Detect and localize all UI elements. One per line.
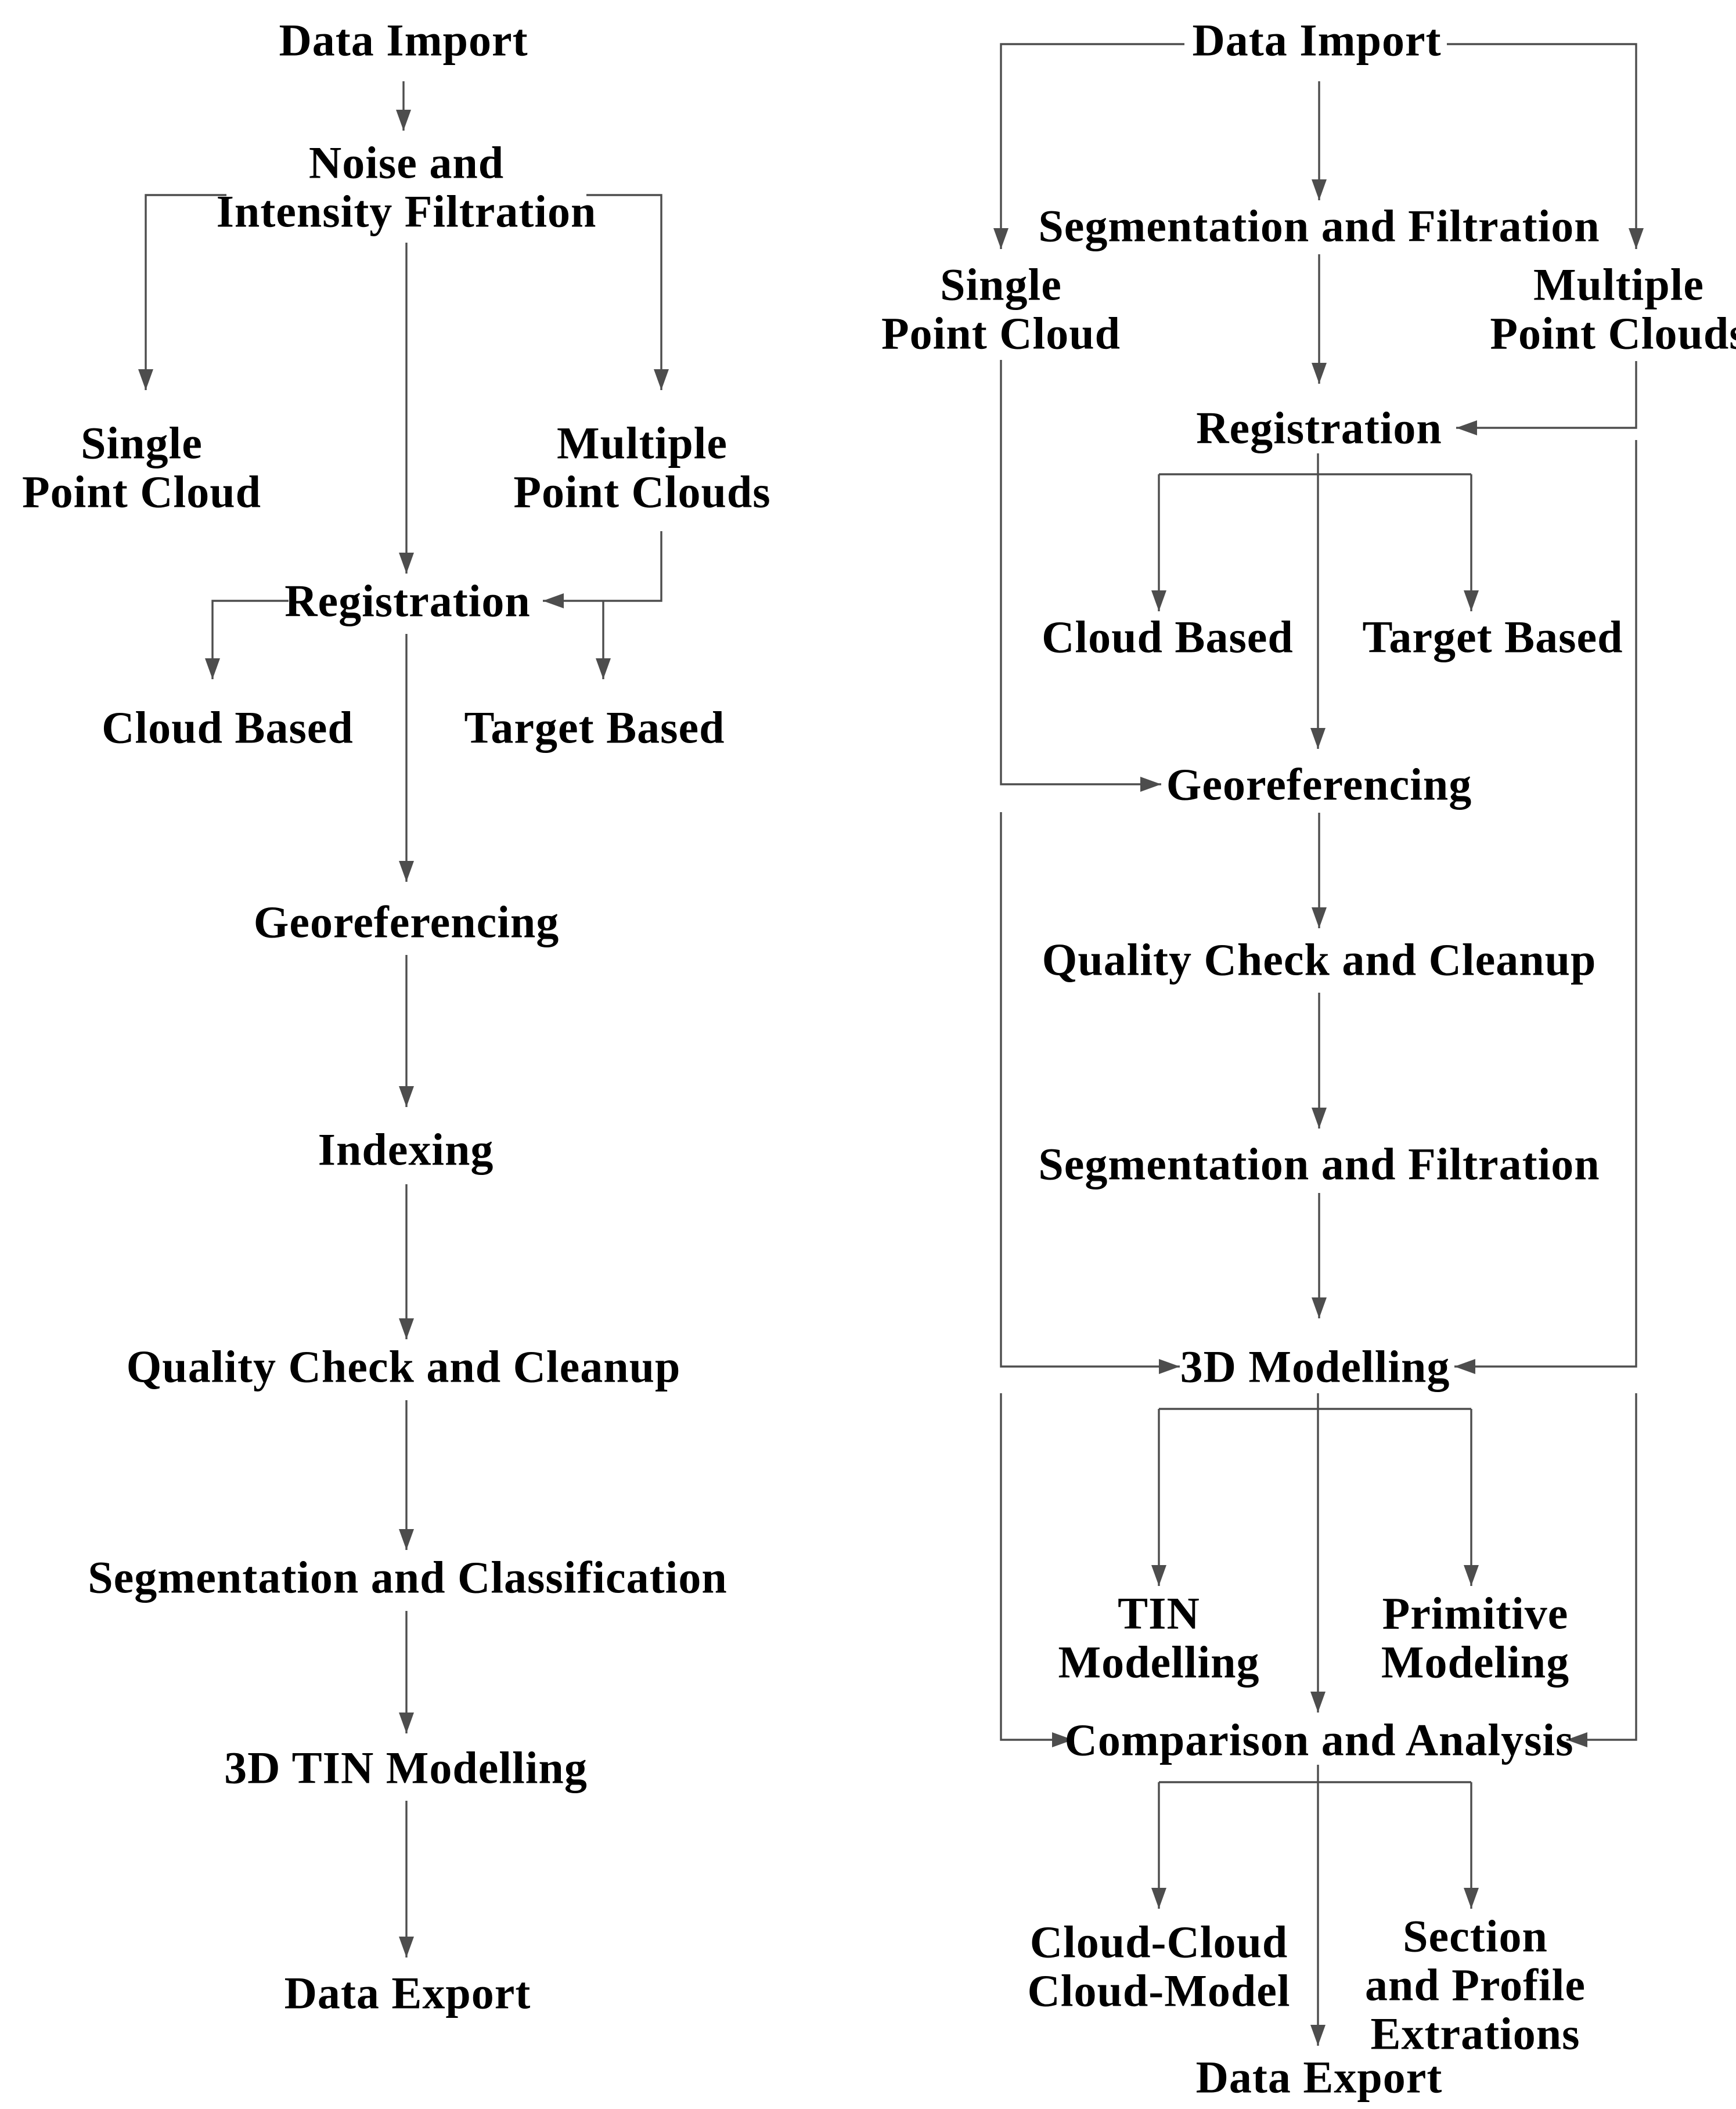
arrowhead-icon [1454,1359,1475,1374]
arrowhead-icon [1566,1732,1587,1747]
arrowhead-icon [1312,179,1327,200]
node-georeferencing: Georeferencing [254,897,560,947]
arrowhead-icon [399,1713,414,1733]
node-cloud-cloud-cloud-model-line2: Cloud-Model [1027,1966,1290,2016]
node-data-export: Data Export [1196,2052,1443,2103]
arrowhead-icon [1151,1888,1166,1909]
arrowhead-icon [596,658,611,679]
node-tin-modelling-line1: TIN [1118,1588,1200,1639]
node-segmentation-filtration-2: Segmentation and Filtration [1038,1139,1600,1189]
arrowhead-icon [543,593,564,608]
node-primitive-modeling-line1: Primitive [1382,1588,1569,1639]
node-target-based: Target Based [464,702,725,753]
edge-registration--cloud-based [211,600,289,679]
node-tin-modelling-line2: Modelling [1058,1637,1259,1688]
edge-noise-intensity-filtration--multiple-point-clouds [586,194,662,390]
arrowhead-icon [1464,1888,1479,1909]
node-data-import: Data Import [279,15,528,66]
arrowhead-icon [1052,1732,1073,1747]
node-cloud-based: Cloud Based [102,702,354,753]
arrowhead-icon [1310,2025,1326,2046]
edge-multiple-point-clouds--registration [1456,361,1637,429]
arrowhead-icon [399,1318,414,1339]
arrowhead-icon [1312,363,1327,384]
node-quality-check-cleanup: Quality Check and Cleanup [1042,935,1597,985]
arrowhead-icon [1464,1565,1479,1586]
arrowhead-icon [654,369,669,390]
node-multiple-point-clouds-line1: Multiple [557,418,727,468]
node-3d-modelling: 3D Modelling [1180,1342,1450,1392]
node-section-profile-extrations-line3: Extrations [1371,2009,1580,2059]
arrowhead-icon [1464,590,1479,611]
arrowhead-icon [396,110,411,131]
arrowhead-icon [1310,728,1326,749]
node-single-point-cloud-line1: Single [940,259,1062,310]
arrowhead-icon [993,228,1009,249]
node-georeferencing: Georeferencing [1166,759,1472,810]
node-quality-check-cleanup: Quality Check and Cleanup [127,1342,681,1392]
edge-single-point-cloud--3d-modelling [1000,812,1180,1368]
arrowhead-icon [1456,420,1477,435]
arrowhead-icon [1151,1565,1166,1586]
node-3d-tin-modelling: 3D TIN Modelling [224,1743,588,1793]
edge-data-import--multiple-point-clouds [1447,43,1637,249]
node-single-point-cloud-line2: Point Cloud [22,467,261,517]
node-section-profile-extrations-line1: Section [1403,1911,1548,1962]
node-primitive-modeling-line2: Modeling [1381,1637,1569,1688]
edge-multiple-point-clouds--3d-modelling [1454,440,1637,1368]
node-segmentation-classification: Segmentation and Classification [88,1552,727,1603]
arrowhead-icon [399,553,414,574]
node-target-based: Target Based [1363,612,1623,662]
arrowhead-icon [1159,1359,1180,1374]
arrowhead-icon [1312,1297,1327,1318]
edge-single-point-cloud--comparison-analysis [1000,1393,1073,1741]
node-comparison-analysis: Comparison and Analysis [1065,1715,1574,1765]
node-registration: Registration [284,576,531,626]
node-single-point-cloud-line2: Point Cloud [881,308,1121,359]
arrowhead-icon [399,861,414,882]
edge-multiple-point-clouds--comparison-analysis [1566,1393,1637,1741]
node-multiple-point-clouds-line1: Multiple [1533,259,1704,310]
edge-single-point-cloud--georeferencing [1000,360,1161,785]
arrowhead-icon [399,1529,414,1550]
edge-data-import--single-point-cloud [1000,43,1184,249]
node-indexing: Indexing [318,1124,494,1175]
arrowhead-icon [1629,228,1644,249]
arrowhead-icon [1140,777,1161,792]
node-cloud-based: Cloud Based [1042,612,1294,662]
arrowhead-icon [1312,1108,1327,1129]
arrowhead-icon [1310,1692,1326,1713]
arrowhead-icon [1151,590,1166,611]
node-single-point-cloud-line1: Single [81,418,203,468]
node-multiple-point-clouds-line2: Point Clouds [513,467,770,517]
node-registration: Registration [1196,403,1442,453]
node-multiple-point-clouds-line2: Point Clouds [1490,308,1736,359]
node-section-profile-extrations-line2: and Profile [1365,1960,1586,2010]
node-noise-intensity-filtration-line2: Intensity Filtration [217,186,597,237]
node-data-export: Data Export [284,1968,531,2018]
arrowhead-icon [399,1086,414,1107]
edge-multiple-point-clouds--registration [543,531,662,602]
node-noise-intensity-filtration-line1: Noise and [309,138,504,188]
arrowhead-icon [1312,907,1327,928]
arrowhead-icon [205,658,220,679]
node-segmentation-filtration: Segmentation and Filtration [1038,201,1600,251]
arrowhead-icon [399,1937,414,1957]
edge-noise-intensity-filtration--single-point-cloud [145,194,226,390]
arrowhead-icon [138,369,153,390]
node-cloud-cloud-cloud-model-line1: Cloud-Cloud [1030,1917,1288,1967]
node-data-import: Data Import [1192,15,1441,66]
